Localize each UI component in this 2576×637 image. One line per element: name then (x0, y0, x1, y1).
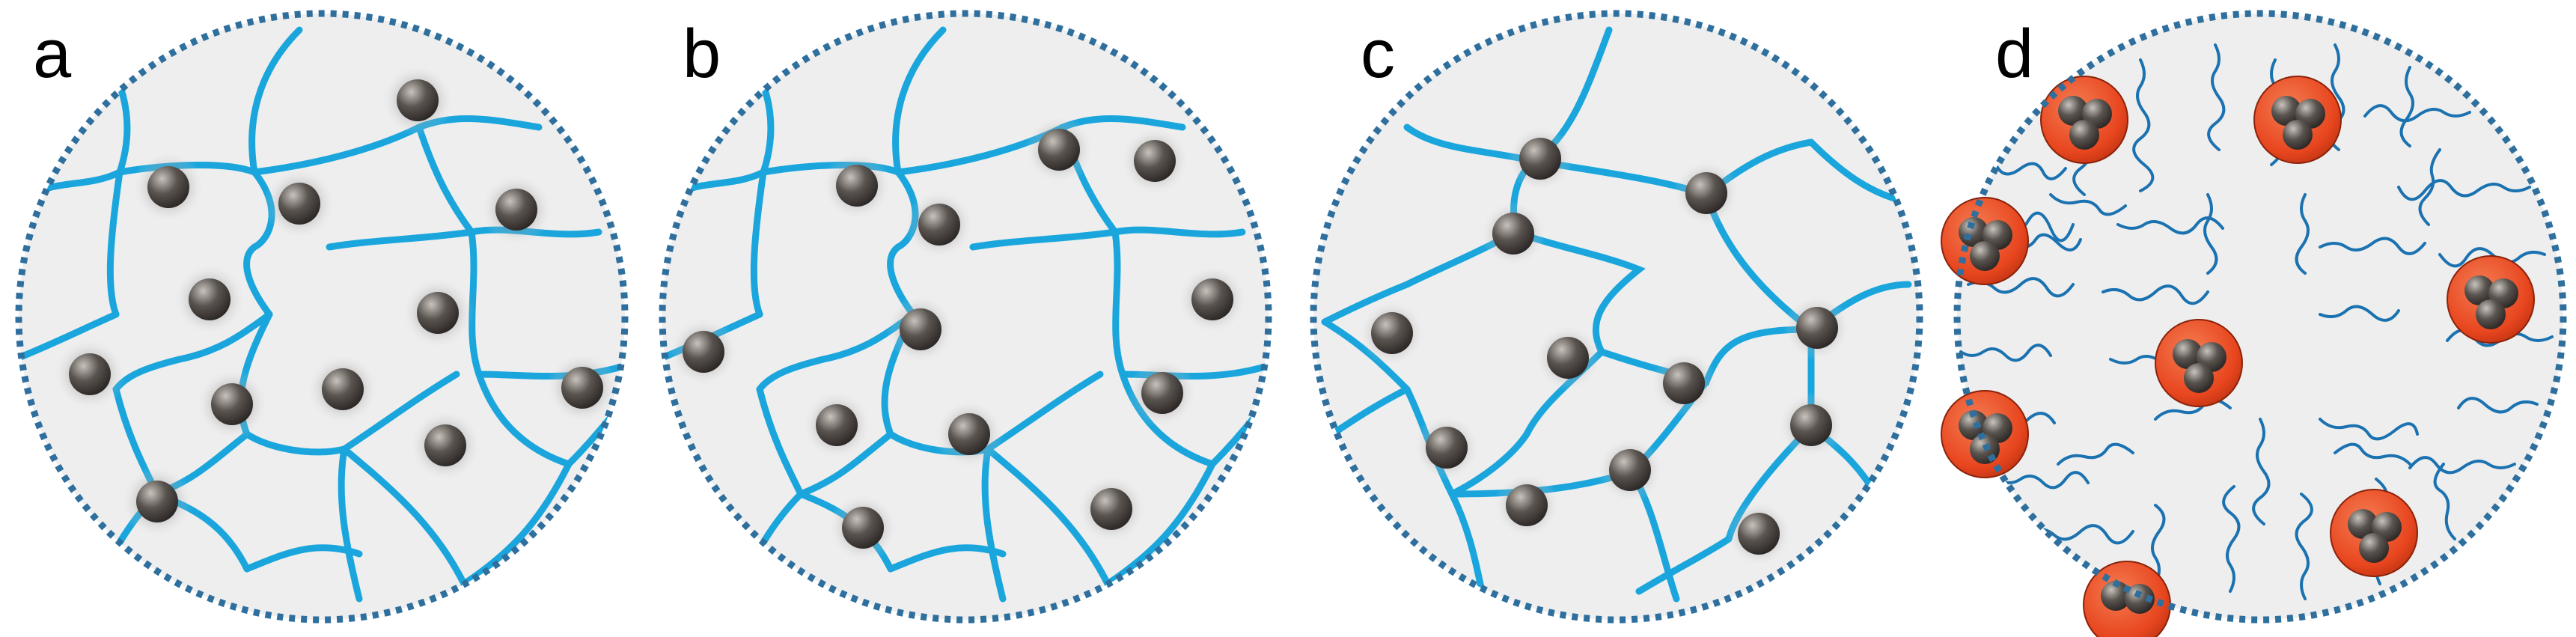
panel-d-clusters (1941, 76, 2535, 637)
particle (54, 338, 126, 410)
nanoparticle-cluster (2040, 76, 2128, 164)
nanoparticle-cluster (2447, 255, 2535, 344)
panel-c-illustration (1310, 10, 1923, 624)
particle (1535, 325, 1601, 391)
particle (1726, 501, 1792, 567)
particle (402, 277, 474, 349)
particle (1128, 359, 1197, 427)
particle (1025, 115, 1093, 184)
particle (409, 409, 481, 481)
panel-d-background (1957, 13, 2563, 620)
particle (1359, 300, 1425, 366)
panel-d: d (1931, 0, 2575, 637)
particle (132, 151, 204, 223)
particle (1597, 437, 1663, 503)
particle (263, 168, 335, 240)
panel-label-b: b (683, 16, 721, 92)
particle (196, 368, 268, 440)
particle (1480, 201, 1546, 266)
panel-d-border (1953, 10, 2567, 624)
particle (174, 263, 245, 335)
particle (546, 352, 618, 424)
particle (905, 190, 974, 259)
panel-d-illustration (1941, 10, 2567, 637)
particle (480, 174, 552, 246)
nanoparticle-cluster (2330, 489, 2418, 577)
panel-b-illustration (659, 10, 1272, 624)
panel-c-border (1310, 10, 1923, 624)
panel-label-a: a (33, 16, 72, 92)
nanoparticle-cluster (1941, 197, 2029, 285)
particle (802, 391, 871, 460)
particle (1507, 126, 1573, 192)
particle (1120, 127, 1189, 195)
panel-label-c: c (1361, 16, 1395, 92)
particle (828, 493, 897, 562)
panel-b: b (644, 0, 1287, 637)
particle (935, 400, 1004, 469)
particle (307, 353, 379, 425)
panel-label-d: d (1995, 16, 2034, 92)
panel-a-particles (54, 64, 618, 537)
panel-b-particles (669, 115, 1247, 562)
particle (886, 295, 955, 364)
panel-a: a (0, 0, 644, 637)
particle (1651, 350, 1717, 416)
panel-a-border (15, 10, 629, 624)
particle (1414, 415, 1480, 481)
particle (382, 64, 454, 136)
panel-b-border (659, 10, 1272, 624)
particle (669, 317, 738, 386)
particle (1673, 160, 1739, 226)
nanoparticle-cluster (2155, 319, 2243, 407)
particle (121, 466, 193, 537)
particle (1494, 472, 1560, 538)
panel-c-particles (1359, 126, 1850, 567)
particle (1778, 392, 1844, 458)
nanoparticle-cluster (2253, 76, 2342, 164)
particle (1784, 295, 1850, 361)
panel-c: c (1287, 0, 1931, 637)
nanoparticle-cluster (1941, 390, 2029, 478)
panel-a-illustration (15, 10, 629, 624)
particle (822, 151, 891, 220)
particle (1077, 475, 1146, 543)
particle (1178, 265, 1247, 334)
